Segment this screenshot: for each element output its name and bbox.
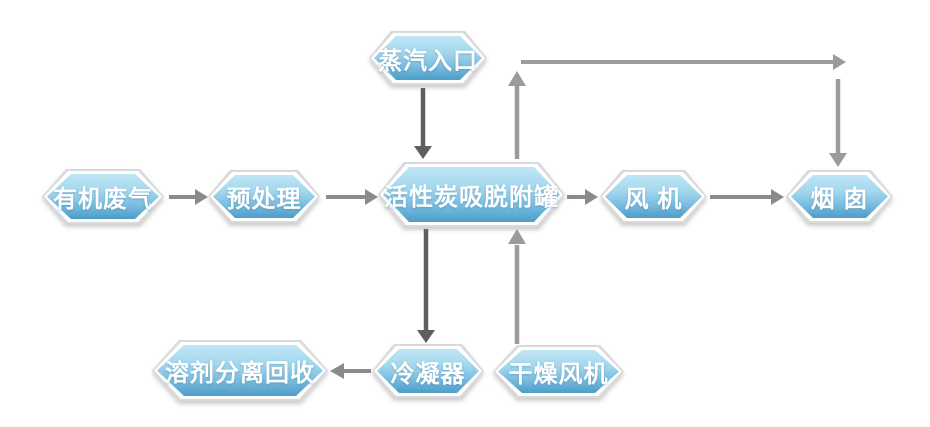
node-drying-fan: 干燥风机 bbox=[493, 345, 624, 398]
node-fill bbox=[213, 175, 315, 218]
arrow-fan-to-chimney bbox=[710, 189, 784, 205]
node-fill bbox=[605, 175, 702, 218]
node-adsorption-tank: 活性炭吸脱附罐 bbox=[378, 162, 565, 227]
node-label-solvent-recovery: 溶剂分离回收 bbox=[165, 360, 315, 387]
node-organic-waste-gas: 有机废气 bbox=[42, 169, 164, 224]
arrow-steam-to-tank bbox=[414, 88, 432, 159]
node-fill bbox=[383, 167, 560, 222]
node-label-adsorption-tank: 活性炭吸脱附罐 bbox=[384, 184, 559, 211]
node-fill bbox=[157, 345, 323, 396]
node-fill bbox=[498, 350, 619, 393]
node-label-fan: 风 机 bbox=[624, 186, 683, 213]
arrow-tank-to-condenser bbox=[417, 229, 435, 343]
node-label-pretreatment: 预处理 bbox=[226, 186, 302, 213]
arrow-top-route-horizontal bbox=[521, 54, 846, 70]
node-condenser: 冷凝器 bbox=[372, 344, 484, 398]
node-fan: 风 机 bbox=[600, 170, 707, 223]
node-fill bbox=[377, 349, 479, 393]
node-solvent-recovery: 溶剂分离回收 bbox=[152, 340, 328, 401]
node-label-chimney: 烟 囱 bbox=[810, 186, 869, 213]
arrow-pretreatment-to-tank bbox=[326, 189, 378, 205]
arrow-tank-up bbox=[508, 71, 526, 159]
arrow-condenser-to-recovery bbox=[330, 363, 371, 379]
node-pretreatment: 预处理 bbox=[208, 170, 320, 223]
arrow-tank-to-fan bbox=[567, 189, 598, 205]
arrow-wastegas-to-pretreatment bbox=[169, 189, 208, 205]
node-fill bbox=[47, 174, 159, 219]
node-steam-inlet: 蒸汽入口 bbox=[369, 31, 487, 85]
node-fill bbox=[374, 36, 482, 80]
node-label-organic-waste-gas: 有机废气 bbox=[53, 186, 153, 213]
node-fill bbox=[791, 175, 888, 218]
arrow-dryingfan-to-tank bbox=[508, 229, 526, 344]
node-label-steam-inlet: 蒸汽入口 bbox=[378, 47, 478, 75]
node-label-condenser: 冷凝器 bbox=[390, 360, 466, 388]
arrow-top-route-down bbox=[829, 79, 847, 167]
node-chimney: 烟 囱 bbox=[786, 170, 893, 223]
node-label-drying-fan: 干燥风机 bbox=[508, 361, 609, 388]
